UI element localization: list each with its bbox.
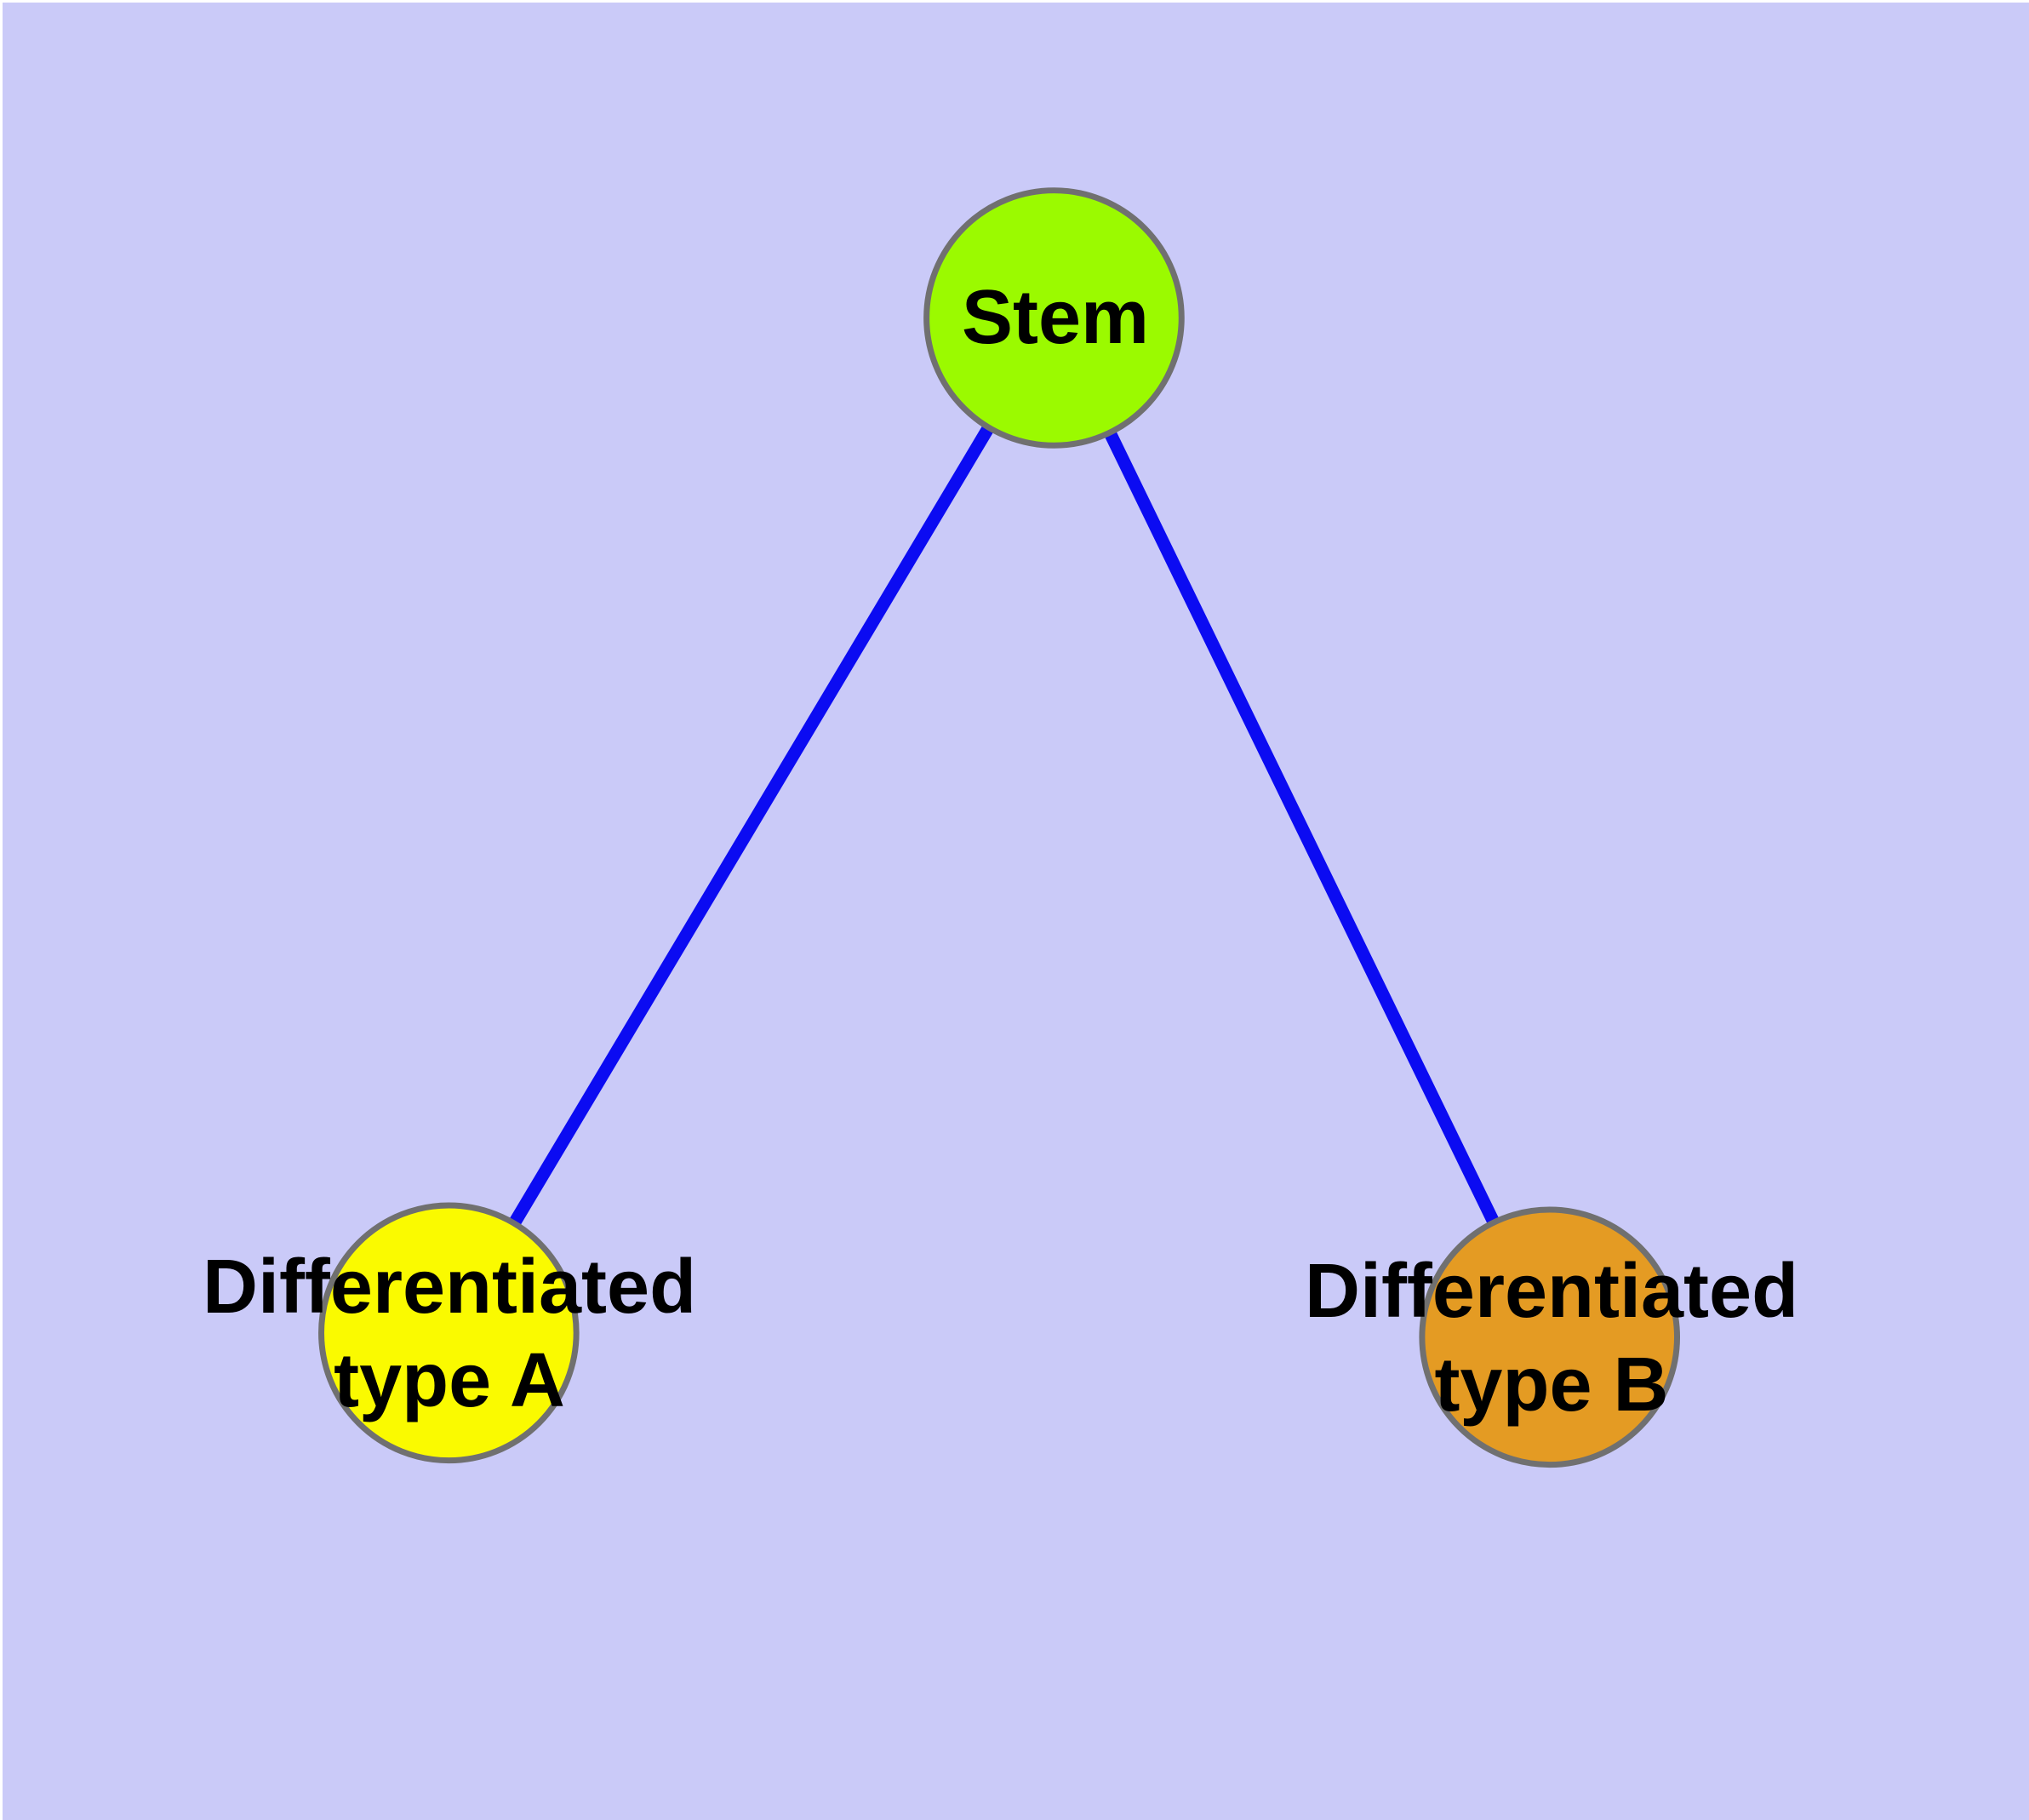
diagram-canvas: Stem Differentiated type A Differentiate… (3, 3, 2029, 1820)
node-circle-stem (923, 187, 1185, 449)
node-circle-diff-a (318, 1202, 580, 1464)
node-circle-diff-b (1419, 1206, 1681, 1468)
node-label-differentiated-type-b: Differentiated type B (1304, 1249, 1799, 1428)
edge-stem-to-diff-b (1048, 315, 1556, 1341)
node-label-differentiated-type-a: Differentiated type A (202, 1245, 697, 1423)
graph-svg (318, 187, 1681, 1468)
node-label-stem: Stem (961, 275, 1150, 361)
edge-stem-to-diff-a (443, 314, 1060, 1336)
